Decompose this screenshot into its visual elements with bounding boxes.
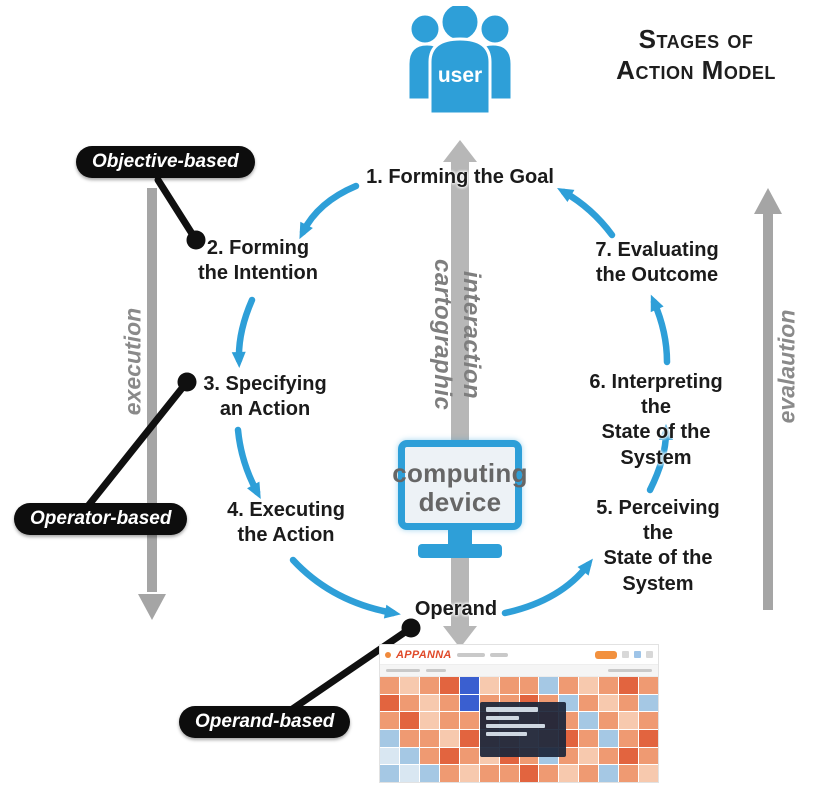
header-text-placeholder [489, 652, 508, 657]
operand-connector [284, 624, 415, 716]
execution-arrow-icon [138, 188, 166, 620]
header-text-placeholder [456, 652, 485, 657]
stage-2-label: 2. Forming the Intention [198, 237, 318, 285]
objective-connector [154, 176, 200, 244]
stage-1-label: 1. Forming the Goal [366, 166, 554, 188]
execution-label: execution [119, 307, 146, 416]
arrow-2-to-3 [231, 296, 256, 368]
arrow-5-to-6 [646, 424, 673, 494]
computing-device-label: computing device [392, 458, 528, 517]
stage-7-label: 7. Evaluating the Outcome [595, 239, 719, 287]
arrow-6-to-7 [650, 294, 671, 366]
title-line-2: Action Model [616, 55, 776, 86]
callout-operator-based: Operator-based [14, 503, 188, 535]
arrow-7-to-1 [557, 188, 616, 239]
stage-5-label: 5. Perceiving the State of the System [596, 497, 720, 595]
header-orange-button [595, 650, 617, 659]
toolbar-placeholder [426, 669, 446, 672]
monitor-screen [405, 447, 515, 523]
user-label: user [438, 64, 482, 87]
header-blue-square [634, 651, 641, 658]
appanna-map [380, 677, 658, 782]
callout-dots [177, 230, 421, 638]
tooltip-text-placeholder [486, 707, 538, 713]
appanna-logo-text: APPANNA [396, 648, 452, 661]
toolbar-placeholder [386, 669, 420, 672]
appanna-toolbar [380, 665, 658, 677]
callout-operand-based: Operand-based [179, 706, 351, 738]
cycle-arrows [231, 182, 673, 619]
appanna-header: APPANNA [380, 645, 658, 665]
header-gray-square [622, 651, 629, 658]
appanna-screenshot: APPANNA [380, 645, 658, 782]
header-gray-square [646, 651, 653, 658]
arrow-operand-to-5 [501, 558, 593, 617]
operand-label: Operand [414, 598, 498, 620]
stage-4-label: 4. Executing the Action [227, 499, 345, 547]
arrow-4-to-operand [289, 556, 401, 619]
operator-connector [84, 378, 191, 510]
tooltip-text-placeholder [486, 716, 520, 721]
stage-6-label: 6. Interpreting the State of the System [589, 371, 723, 469]
monitor-stand [448, 530, 472, 544]
map-mosaic [380, 677, 658, 782]
tooltip-text-placeholder [486, 732, 527, 737]
title-line-1: Stages of [638, 24, 754, 54]
appanna-logo-icon [385, 651, 391, 658]
evaluation-arrow-icon [754, 188, 782, 610]
page-title: Stages of Action Model [596, 24, 796, 86]
user-icon: user [406, 6, 514, 116]
stage-3-label: 3. Specifying an Action [203, 373, 327, 421]
tooltip-text-placeholder [486, 724, 546, 729]
callout-connectors [84, 176, 415, 716]
computing-device-icon [398, 440, 522, 530]
arrow-1-to-2 [299, 182, 360, 240]
toolbar-placeholder [608, 669, 652, 672]
arrow-3-to-4 [234, 426, 261, 500]
evaluation-label: evalaution [773, 309, 800, 424]
monitor-base [418, 544, 502, 558]
map-tooltip [480, 702, 567, 757]
callout-objective-based: Objective-based [76, 146, 255, 178]
cartographic-interaction-label: cartographic interaction [429, 259, 485, 411]
